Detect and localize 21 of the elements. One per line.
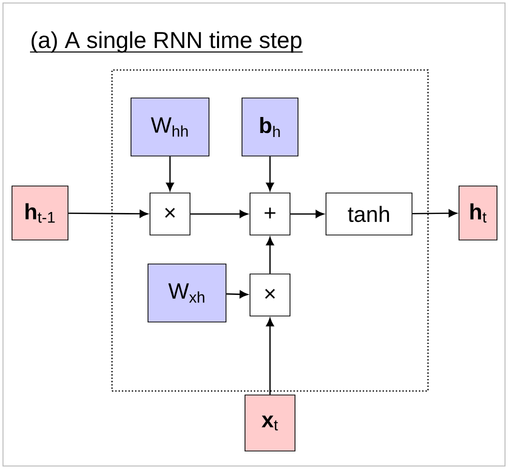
arrow [68,210,148,218]
input-state-box: h$_{t-1}$ [12,186,68,240]
input-box: x$_{t}$ [244,394,296,452]
multiply-box: × [150,192,190,236]
arrow [266,318,274,395]
arrow [190,210,248,218]
add-box: + [250,192,290,236]
arrow [290,210,324,218]
arrow [266,237,274,274]
weight-box: W$_{xh}$ [148,264,226,322]
arrow [226,290,248,298]
arrow [266,156,274,191]
weight-box: W$_{hh}$ [130,98,210,156]
multiply-box: × [250,274,290,316]
activation-box: tanh [326,192,412,236]
title: (a) A single RNN time step [32,31,302,53]
bias-box: b$_{h}$ [242,98,298,156]
arrow [412,209,457,218]
output-state-box: h$_{t}$ [458,186,498,240]
arrow [166,156,174,191]
dotted-frame [111,69,429,392]
